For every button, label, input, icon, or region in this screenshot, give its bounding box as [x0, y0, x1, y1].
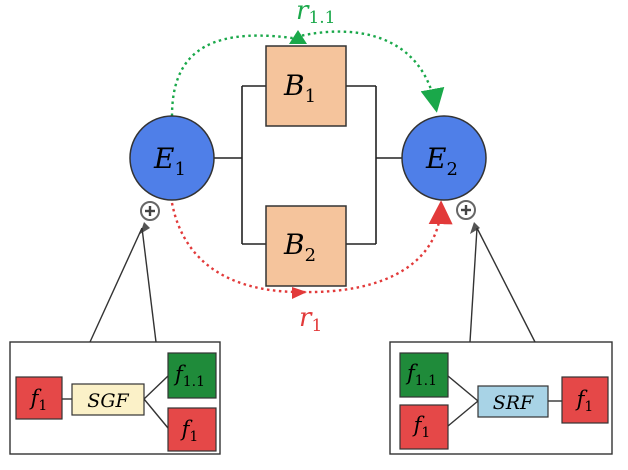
left-output-f1: f1	[167, 407, 217, 452]
bridge-b2: B2	[265, 205, 347, 287]
b1-label: B	[283, 69, 305, 102]
left-detail-panel: f1 SGF f1.1 f1	[9, 341, 221, 455]
zoom-in-icon-right[interactable]	[456, 200, 476, 220]
right-detail-panel: f1.1 f1 SRF f1	[389, 341, 613, 455]
svg-text:E2: E2	[425, 142, 458, 180]
svg-text:f1.1: f1.1	[405, 361, 437, 389]
e1-label: E	[153, 142, 174, 175]
b2-subscript: 2	[305, 245, 316, 266]
route-r1-mid-arrow	[292, 287, 307, 299]
srf-box: SRF	[477, 385, 549, 418]
right-input-f1: f1	[399, 404, 449, 450]
e1-subscript: 1	[175, 159, 186, 180]
route-r1-label: r1	[299, 303, 322, 336]
left-output-f11: f1.1	[167, 352, 217, 399]
right-input-f11: f1.1	[399, 352, 449, 398]
left-input-f1: f1	[15, 376, 63, 420]
bridge-b1: B1	[265, 45, 347, 127]
endpoint-e1: E1	[129, 115, 215, 201]
sgf-box: SGF	[71, 383, 145, 416]
callout-pointer-right	[469, 222, 536, 343]
svg-text:E1: E1	[153, 142, 186, 180]
route-r11-mid-arrow	[289, 30, 307, 44]
svg-text:SRF: SRF	[493, 392, 534, 414]
svg-text:B1: B1	[283, 69, 316, 107]
topology-links	[214, 85, 402, 245]
svg-text:f1: f1	[412, 413, 431, 441]
route-r11-label: r1.1	[296, 0, 335, 28]
svg-text:f1.1: f1.1	[173, 362, 205, 390]
svg-text:f1: f1	[575, 387, 594, 415]
b2-label: B	[283, 228, 305, 261]
endpoint-e2: E2	[401, 115, 487, 201]
b1-subscript: 1	[305, 86, 316, 107]
svg-text:f1: f1	[29, 386, 48, 414]
zoom-in-icon-left[interactable]	[140, 201, 160, 221]
svg-text:SGF: SGF	[87, 390, 129, 412]
e2-label: E	[425, 142, 446, 175]
callout-pointer-left	[89, 222, 157, 343]
svg-text:B2: B2	[283, 228, 316, 266]
e2-subscript: 2	[447, 159, 458, 180]
route-r11-path	[170, 30, 445, 117]
right-output-f1: f1	[561, 376, 609, 424]
svg-text:f1: f1	[180, 417, 199, 445]
